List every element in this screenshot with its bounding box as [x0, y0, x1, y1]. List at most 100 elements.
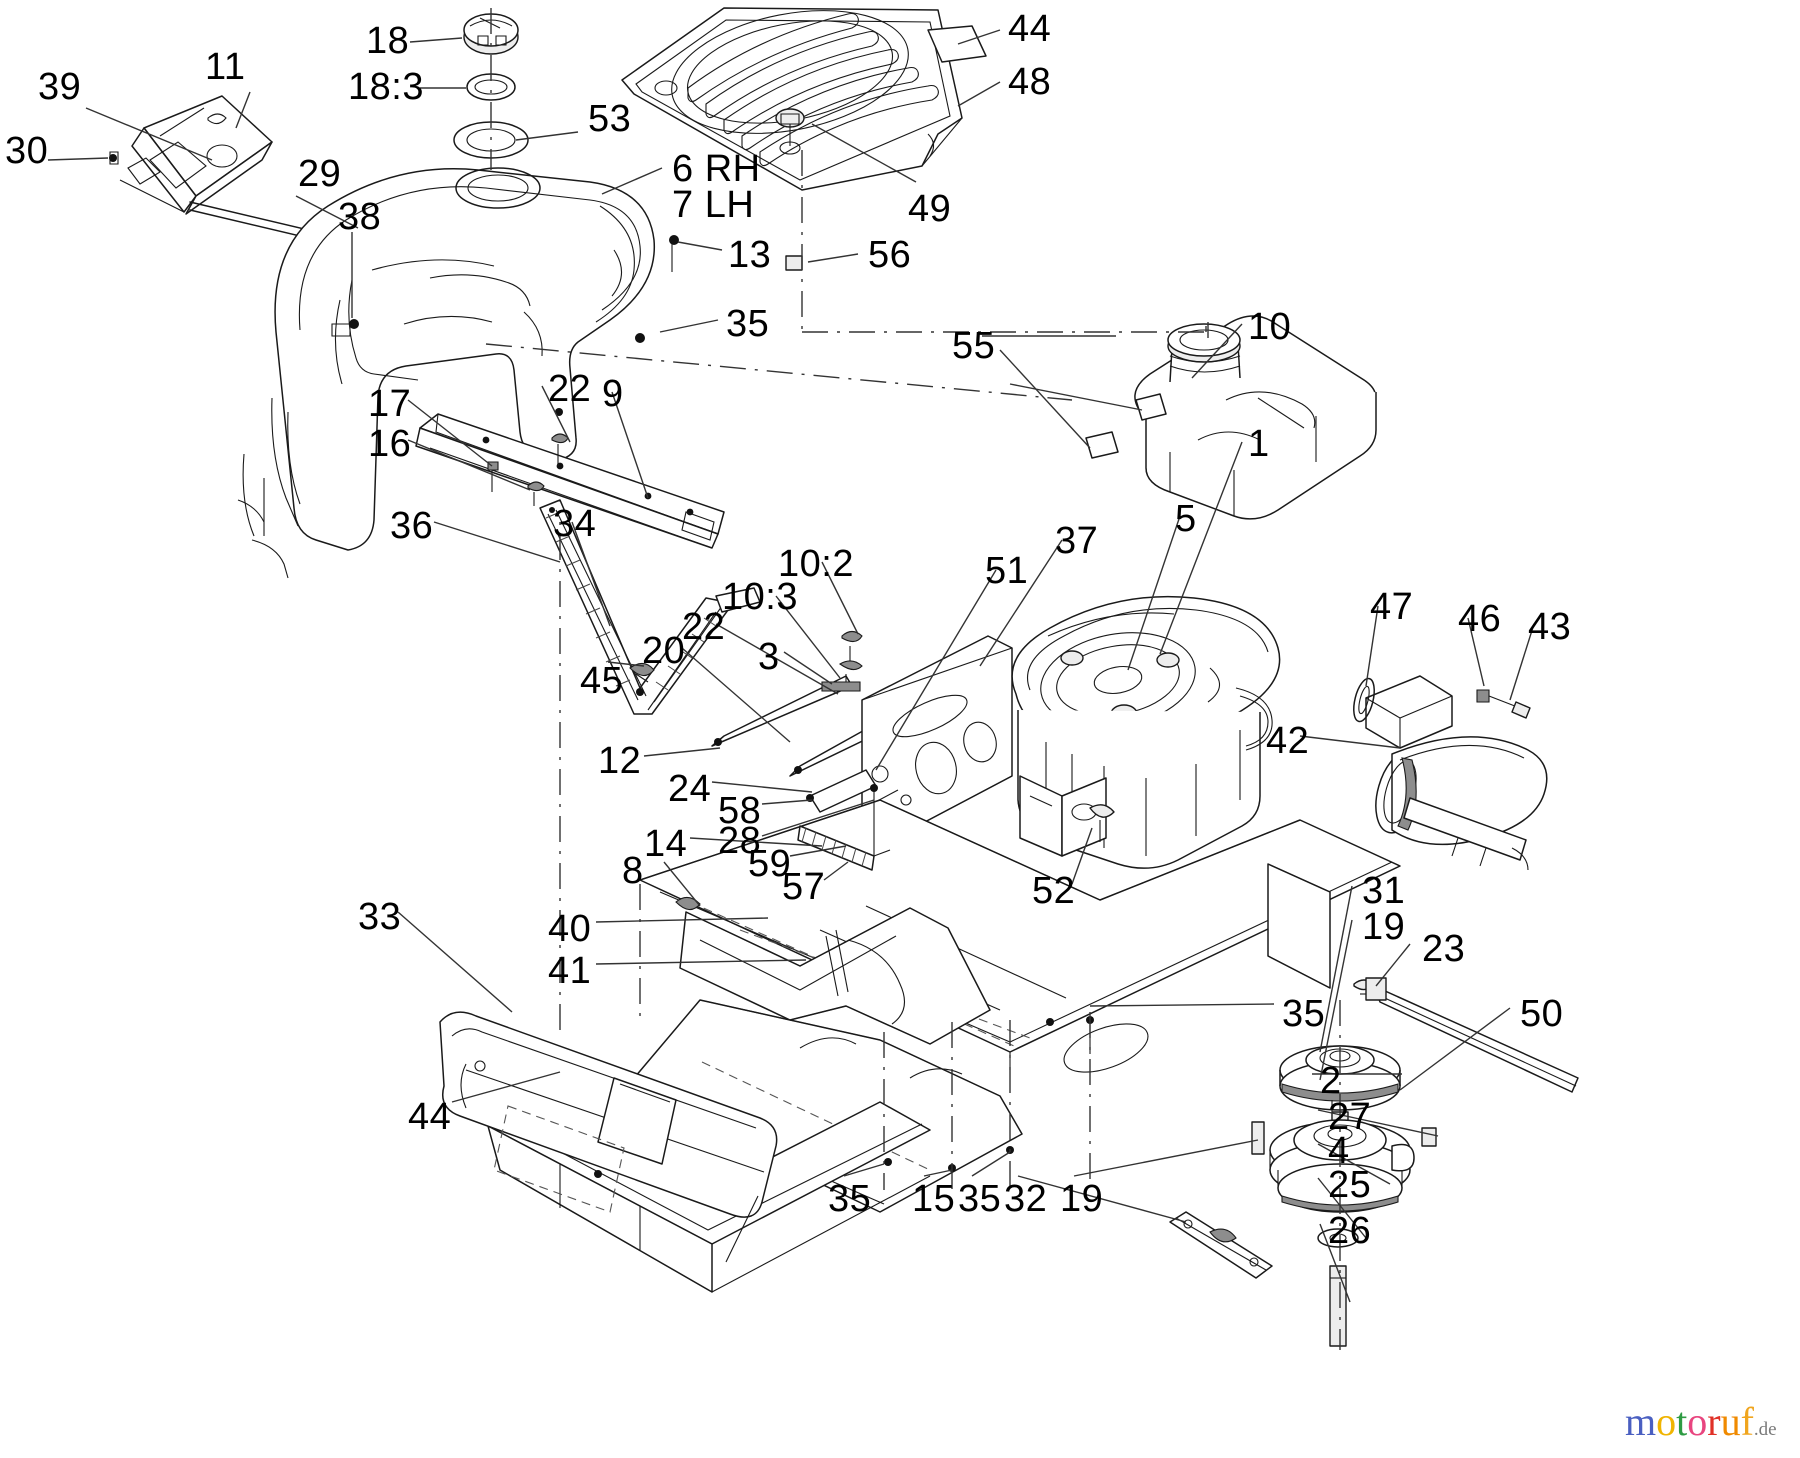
part-44-decal-top — [927, 25, 987, 63]
callout-18-3: 18:3 — [348, 66, 424, 108]
part-40-41-belt-cover — [675, 896, 991, 1045]
callout-11: 11 — [205, 46, 246, 88]
part-10-fuel-tank — [1134, 315, 1377, 520]
callout-19-b: 19 — [1060, 1178, 1104, 1220]
callout-13: 13 — [728, 234, 772, 276]
part-48-grille-panel — [621, 7, 987, 191]
part-control-panel-group — [109, 95, 273, 215]
callout-9: 9 — [602, 373, 624, 415]
callout-27: 27 — [1328, 1096, 1372, 1138]
part-55-tab-b — [1135, 393, 1167, 421]
callout-18: 18 — [366, 20, 410, 62]
callout-41: 41 — [548, 950, 592, 992]
callout-19-a: 19 — [1362, 906, 1406, 948]
callout-2: 2 — [1320, 1060, 1342, 1102]
part-45-clip — [629, 662, 655, 677]
part-56-clip — [785, 255, 803, 271]
callout-55: 55 — [952, 325, 996, 367]
callout-20: 20 — [642, 630, 686, 672]
part-32-blade-bracket — [1169, 1211, 1273, 1279]
callout-35-c: 35 — [828, 1178, 872, 1220]
callout-29: 29 — [298, 153, 342, 195]
callout-45: 45 — [580, 660, 624, 702]
callout-36: 36 — [390, 505, 434, 547]
callout-40: 40 — [548, 908, 592, 950]
part-46-43-bolt — [1476, 689, 1531, 719]
bottom-fasteners — [884, 1016, 1265, 1172]
part-42-muffler — [1365, 675, 1548, 871]
callout-10: 10 — [1248, 306, 1292, 348]
part-27-key — [1421, 1127, 1437, 1147]
wm-letter-t: t — [1676, 1399, 1688, 1444]
callout-33: 33 — [358, 896, 402, 938]
part-1-chassis-frame — [487, 635, 1401, 1293]
callout-47: 47 — [1370, 586, 1414, 628]
callout-7-lh: 7 LH — [672, 184, 755, 226]
callout-1: 1 — [1248, 423, 1270, 465]
callout-10-3: 10:3 — [722, 576, 798, 618]
part-hood-assembly — [237, 167, 656, 579]
callout-3: 3 — [758, 636, 780, 678]
wm-letter-r: r — [1707, 1399, 1721, 1444]
callout-56: 56 — [868, 234, 912, 276]
callout-35-d: 35 — [958, 1178, 1002, 1220]
callout-14: 14 — [644, 823, 688, 865]
part-25-washer — [1317, 1228, 1359, 1248]
callout-24: 24 — [668, 768, 712, 810]
callout-8: 8 — [622, 850, 644, 892]
callout-28: 28 — [718, 820, 762, 862]
callout-52: 52 — [1032, 870, 1076, 912]
wm-letter-m: m — [1625, 1399, 1657, 1444]
part-18-fuel-cap — [463, 13, 519, 55]
callout-51: 51 — [985, 550, 1029, 592]
callout-59: 59 — [748, 843, 792, 885]
callout-38: 38 — [338, 196, 382, 238]
part-13-screw — [669, 235, 679, 272]
callout-58: 58 — [718, 790, 762, 832]
callout-32: 32 — [1004, 1178, 1048, 1220]
callout-35-b: 35 — [1282, 993, 1326, 1035]
callout-49: 49 — [908, 188, 952, 230]
callout-17: 17 — [368, 383, 412, 425]
callout-46: 46 — [1458, 598, 1502, 640]
callout-37: 37 — [1055, 520, 1099, 562]
leader-lines — [47, 29, 1535, 1303]
callout-44-rear: 44 — [408, 1096, 452, 1138]
callout-23: 23 — [1422, 928, 1466, 970]
callout-6-rh: 6 RH — [672, 148, 761, 190]
callout-44-top: 44 — [1008, 8, 1052, 50]
callout-39: 39 — [38, 66, 82, 108]
part-44-decal-rear — [493, 1105, 625, 1213]
callout-15: 15 — [912, 1178, 956, 1220]
callout-57: 57 — [782, 866, 826, 908]
callout-10-2: 10:2 — [778, 543, 854, 585]
wm-letter-o1: o — [1656, 1399, 1677, 1444]
callout-43: 43 — [1528, 606, 1572, 648]
motoruf-watermark: motoruf.de — [1625, 1398, 1777, 1445]
callout-25: 25 — [1328, 1164, 1372, 1206]
callout-50: 50 — [1520, 993, 1564, 1035]
part-5-engine — [1011, 595, 1281, 869]
part-23-50-rod — [1353, 977, 1579, 1093]
callout-53: 53 — [588, 98, 632, 140]
wm-suffix: .de — [1753, 1419, 1777, 1440]
callout-22-b: 22 — [682, 606, 726, 648]
callout-16: 16 — [368, 423, 412, 465]
wm-letter-u: u — [1720, 1399, 1741, 1444]
callout-22-a: 22 — [548, 368, 592, 410]
callout-42: 42 — [1266, 720, 1310, 762]
assembly-centerlines — [485, 8, 1341, 1350]
callout-34: 34 — [553, 503, 597, 545]
wm-letter-f: f — [1740, 1399, 1754, 1444]
part-47-gasket — [1353, 677, 1375, 723]
callout-35-a: 35 — [726, 303, 770, 345]
callout-48: 48 — [1008, 61, 1052, 103]
callout-12: 12 — [598, 740, 642, 782]
part-33-rear-bumper — [439, 1011, 778, 1263]
callout-5: 5 — [1175, 498, 1197, 540]
callout-31: 31 — [1362, 870, 1406, 912]
part-55-tab-a — [1085, 431, 1119, 459]
callout-4: 4 — [1328, 1130, 1350, 1172]
callout-30: 30 — [5, 130, 49, 172]
